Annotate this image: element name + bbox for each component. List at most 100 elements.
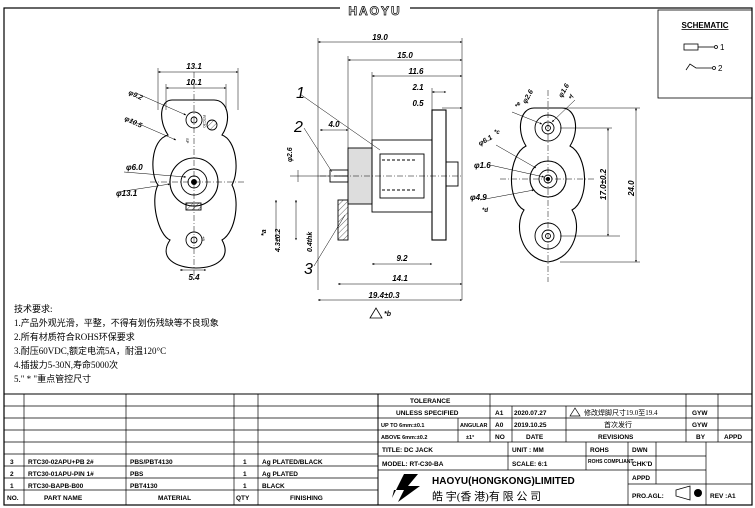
- dim-92: 9.2: [396, 254, 408, 263]
- title-block-grid: [4, 393, 752, 505]
- dim-141: 14.1: [392, 274, 408, 283]
- dim-194: 19.4±0.3: [368, 291, 400, 300]
- schematic-title: SCHEMATIC: [682, 21, 729, 30]
- tolerance-angular-val: ±1°: [466, 435, 474, 441]
- right-view-labels: φ2.6 φ1.6 *e *f φ6.1 *c φ1.6 φ4.9 *d 17.…: [470, 83, 636, 214]
- rev-header-revisions: REVISIONS: [598, 434, 634, 441]
- schematic-pin1: 1: [720, 43, 725, 52]
- schematic-box: SCHEMATIC 1 2: [657, 9, 753, 99]
- dim-40: 4.0: [327, 120, 340, 129]
- brand-box: [340, 3, 410, 17]
- note-line-4: 4.插拔力5-30N,寿命5000次: [14, 359, 118, 370]
- tolerance-unless: UNLESS SPECIFIED: [396, 410, 459, 417]
- callout-2: 2: [293, 119, 303, 136]
- star-d: *d: [482, 208, 488, 214]
- drawing-scale: SCALE: 6:1: [512, 461, 548, 468]
- dim-front-bottom: 5.4: [188, 273, 200, 282]
- rev-a1-date: 2020.07.27: [514, 410, 547, 417]
- bom-row-3-no: 3: [10, 459, 14, 466]
- dim-04: 0.4thk: [307, 231, 314, 252]
- schematic-pin2: 2: [718, 64, 723, 73]
- bom-row-1-part: RTC30-BAPB-B00: [28, 483, 84, 490]
- marking-c: +B: [201, 236, 206, 241]
- tolerance-title: TOLERANCE: [410, 398, 451, 405]
- company-logo: [392, 474, 420, 502]
- bom-header-finishing: FINISHING: [290, 495, 323, 502]
- bom-row-3-finishing: Ag PLATED/BLACK: [262, 459, 323, 466]
- tolerance-upto: UP TO 6mm:±0.1: [381, 423, 424, 429]
- tolerance-angular: ANGULAR: [460, 423, 488, 429]
- dim-15: 15.0: [397, 51, 413, 60]
- rev-header-appd: APPD: [724, 434, 742, 441]
- warning-triangle: [369, 307, 383, 319]
- drawing-unit: UNIT : MM: [512, 447, 544, 454]
- tolerance-block: TOLERANCE UNLESS SPECIFIED UP TO 6mm:±0.…: [381, 398, 488, 441]
- marking-b: SP: [185, 138, 190, 144]
- dim-right-phi-16b: φ1.6: [474, 161, 491, 170]
- bom-row-2-no: 2: [10, 471, 14, 478]
- rev-a0-no: A0: [495, 422, 504, 429]
- dim-front-inner: 10.1: [186, 78, 202, 87]
- dim-right-phi-49: φ4.9: [470, 193, 487, 202]
- rohs-compliant-1: ROHS: [590, 447, 609, 454]
- bom-row-1-finishing: BLACK: [262, 483, 285, 490]
- company-english: HAOYU(HONGKONG)LIMITED: [432, 476, 575, 487]
- rev-a0-desc: 首次发行: [604, 420, 632, 429]
- front-view: [117, 68, 245, 280]
- note-line-1: 1.产品外观光滑，平整，不得有划伤残缺等不良现象: [14, 317, 219, 328]
- rev-a1-no: A1: [495, 410, 504, 417]
- star-f: *f: [569, 93, 577, 101]
- dim-right-phi-26: φ2.6: [522, 89, 535, 105]
- projection-symbol: [675, 485, 691, 501]
- marking-a: RTC30: [202, 115, 207, 128]
- dim-phi-92: φ9.2: [127, 89, 143, 102]
- star-a: *a: [261, 229, 268, 236]
- rohs-compliant: ROHS COMPLIANT: [588, 459, 634, 465]
- bom-row-1-qty: 1: [243, 483, 247, 490]
- bom-row-2-finishing: Ag PLATED: [262, 471, 298, 478]
- drawing-title: TITLE: DC JACK: [382, 447, 433, 454]
- dim-19: 19.0: [372, 33, 388, 42]
- brand-logo: HAOYU: [348, 4, 401, 18]
- tolerance-above: ABOVE 6mm:±0.2: [381, 435, 427, 441]
- dim-21: 2.1: [411, 83, 424, 92]
- revision-label: REV :A1: [710, 493, 736, 500]
- dim-116: 11.6: [409, 67, 425, 76]
- bom-header-material: MATERIAL: [158, 495, 191, 502]
- side-view-labels: 19.0 15.0 11.6 2.1 0.5 4.0 φ2.6 4.3±0.2 …: [261, 33, 425, 319]
- rev-a1-desc: 修改焊脚尺寸19.0至19.4: [584, 408, 658, 417]
- bom-header-part: PART NAME: [44, 495, 83, 502]
- dim-05: 0.5: [412, 99, 424, 108]
- dim-26: φ2.6: [287, 147, 294, 162]
- rev-a0-by: GYW: [692, 422, 708, 429]
- project-angle: PRO.AGL:: [632, 493, 664, 500]
- dim-phi-60: φ6.0: [126, 163, 143, 172]
- dim-right-17: 17.0±0.2: [599, 168, 608, 200]
- appd-label: APPD: [632, 475, 650, 482]
- revision-table: A1 2020.07.27 修改焊脚尺寸19.0至19.4 GYW A0 201…: [495, 407, 742, 441]
- bom-table: 3 RTC30-02APU+PB 2# PBS/PBT4130 1 Ag PLA…: [7, 459, 323, 502]
- dim-right-phi-61: φ6.1: [478, 134, 494, 147]
- note-line-5: 5." * "重点管控尺寸: [14, 373, 91, 384]
- dim-phi-105: φ10.5: [123, 115, 143, 129]
- chkd-label: CHK'D: [632, 461, 653, 468]
- drawing-model: MODEL: RT-C30-BA: [382, 461, 444, 468]
- dim-43: 4.3±0.2: [275, 229, 282, 253]
- bom-row-3-part: RTC30-02APU+PB 2#: [28, 459, 94, 466]
- projection-circle: [694, 489, 702, 497]
- bom-row-2-material: PBS: [130, 471, 144, 478]
- bom-row-2-qty: 1: [243, 471, 247, 478]
- callout-1: 1: [296, 85, 305, 102]
- bom-row-2-part: RTC30-01APU-PIN 1#: [28, 471, 94, 478]
- bom-row-1-no: 1: [10, 483, 14, 490]
- note-line-2: 2.所有材质符合ROHS环保要求: [14, 331, 135, 342]
- note-line-3: 3.耐压60VDC,额定电流5A，耐温120°C: [14, 345, 166, 356]
- star-b: *b: [384, 311, 392, 318]
- right-view: [479, 90, 640, 282]
- dim-phi-131: φ13.1: [116, 189, 138, 198]
- title-block: TITLE: DC JACK MODEL: RT-C30-BA UNIT : M…: [382, 447, 736, 503]
- side-view: [275, 38, 463, 301]
- front-view-labels: 13.1 10.1 5.4 φ9.2 φ10.5 φ6.0 φ13.1 RTC3…: [116, 62, 207, 282]
- dwn-label: DWN: [632, 447, 648, 454]
